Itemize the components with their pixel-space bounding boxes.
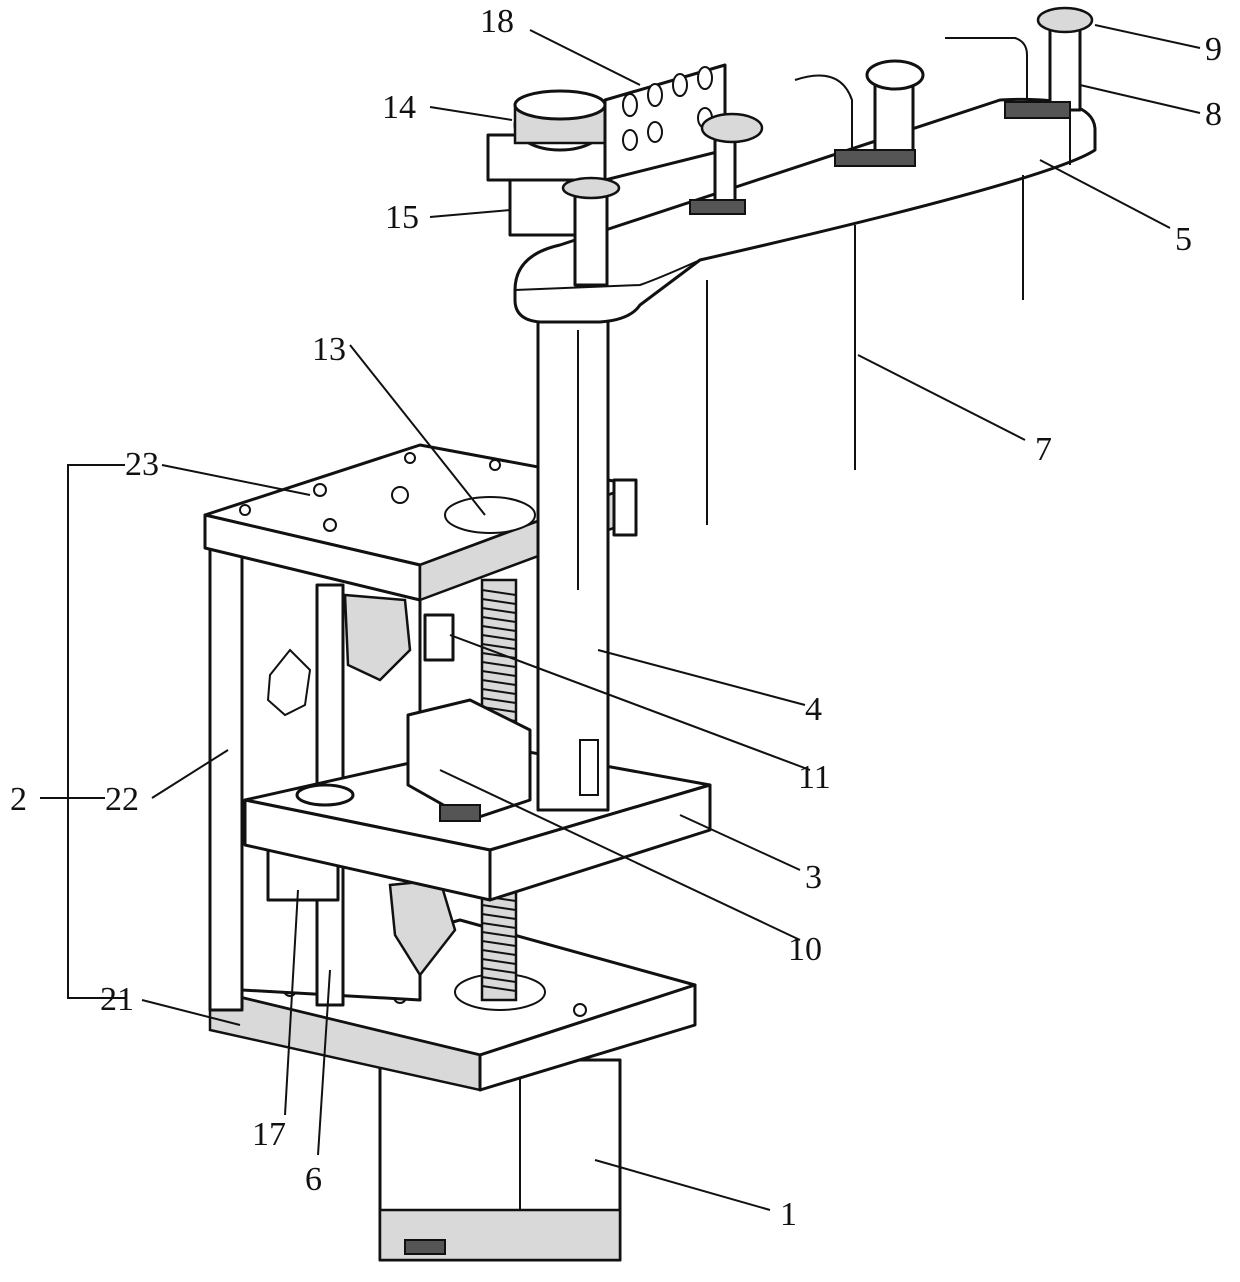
callout-2: 2 (10, 781, 27, 818)
callout-21: 21 (100, 981, 134, 1018)
needle-holder-3 (945, 8, 1092, 118)
callout-5: 5 (1175, 221, 1192, 258)
callout-9: 9 (1205, 31, 1222, 68)
callout-14: 14 (382, 89, 416, 126)
callout-6: 6 (305, 1161, 322, 1198)
top-plate-bore (445, 497, 535, 533)
callout-13: 13 (312, 331, 346, 368)
needle-holder-2 (795, 61, 923, 166)
callout-7: 7 (1035, 431, 1052, 468)
callout-15: 15 (385, 199, 419, 236)
callout-1: 1 (780, 1196, 797, 1233)
callout-4: 4 (805, 691, 822, 728)
callout-23: 23 (125, 446, 159, 483)
callout-8: 8 (1205, 96, 1222, 133)
callout-10: 10 (788, 931, 822, 968)
callout-18: 18 (480, 3, 514, 40)
callout-22: 22 (105, 781, 139, 818)
callout-3: 3 (805, 859, 822, 896)
callout-11: 11 (798, 759, 831, 796)
callout-17: 17 (252, 1116, 286, 1153)
vertical-tube (538, 295, 636, 810)
stepper-motor (380, 1060, 620, 1260)
